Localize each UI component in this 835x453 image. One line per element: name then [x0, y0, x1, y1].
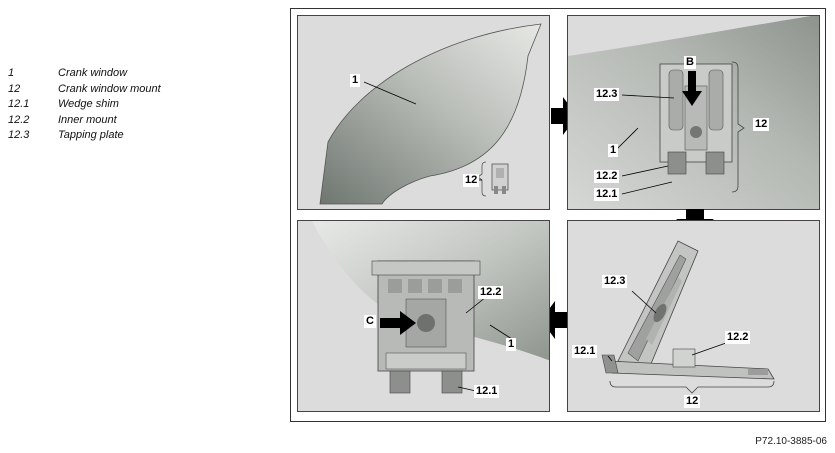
callout-inner-mount: 12.2 — [478, 286, 504, 299]
window-overview-drawing — [319, 23, 542, 205]
callout-mount: 12 — [753, 118, 770, 131]
panel-mount-detail-b: 12.3 B 1 12.2 12.1 12 — [567, 15, 820, 210]
callout-inner-mount: 12.2 — [725, 331, 751, 344]
leader-tapping-plate — [631, 290, 657, 314]
callout-wedge-shim: 12.1 — [572, 345, 598, 358]
callout-view-b: B — [684, 56, 696, 69]
leader-inner-mount — [691, 342, 727, 356]
leader-wedge-shim — [457, 386, 477, 392]
leader-window — [489, 324, 513, 340]
callout-tapping-plate: 12.3 — [602, 275, 628, 288]
callout-window: 1 — [608, 144, 619, 157]
leader-inner-mount — [621, 165, 669, 177]
leader-wedge-shim — [621, 181, 673, 195]
diagram-frame: 1 12 — [290, 8, 826, 422]
callout-inner-mount: 12.2 — [594, 170, 620, 183]
wedge-shim — [601, 354, 619, 374]
panel-window-overview: 1 12 — [297, 15, 550, 210]
callout-wedge-shim: 12.1 — [474, 385, 500, 398]
crank-window-glass — [319, 23, 542, 205]
leader-window — [363, 81, 417, 105]
callout-mount: 12 — [463, 174, 480, 187]
arrow-left-icon — [541, 301, 567, 339]
view-arrow-b-icon — [682, 71, 702, 106]
arrow-right-icon — [551, 97, 577, 135]
leader-tapping-plate — [621, 94, 675, 99]
mount-disassembly-drawing — [601, 240, 775, 394]
leader-wedge-shim — [607, 355, 613, 362]
callout-window: 1 — [506, 338, 517, 351]
callout-mount: 12 — [684, 395, 701, 408]
mount-detail-b-drawing — [568, 16, 819, 209]
inner-mount — [371, 260, 481, 394]
leader-window — [615, 127, 639, 151]
mount-bracket — [609, 380, 775, 394]
leader-inner-mount — [465, 296, 487, 314]
inner-mount-base — [607, 348, 775, 380]
panel-mount-disassembly: 12.3 12.1 12.2 12 — [567, 220, 820, 412]
mount-detail-c-drawing — [312, 221, 549, 394]
callout-window: 1 — [350, 74, 361, 87]
panel-mount-detail-c: C 12.2 1 12.1 — [297, 220, 550, 412]
mount-bracket — [731, 61, 745, 193]
callout-view-c: C — [364, 315, 376, 328]
tapping-plate — [617, 240, 699, 372]
callout-tapping-plate: 12.3 — [594, 88, 620, 101]
callout-wedge-shim: 12.1 — [594, 188, 620, 201]
view-arrow-c-icon — [380, 311, 416, 335]
figure-code: P72.10-3885-06 — [755, 436, 827, 447]
window-mount-small — [491, 163, 509, 194]
